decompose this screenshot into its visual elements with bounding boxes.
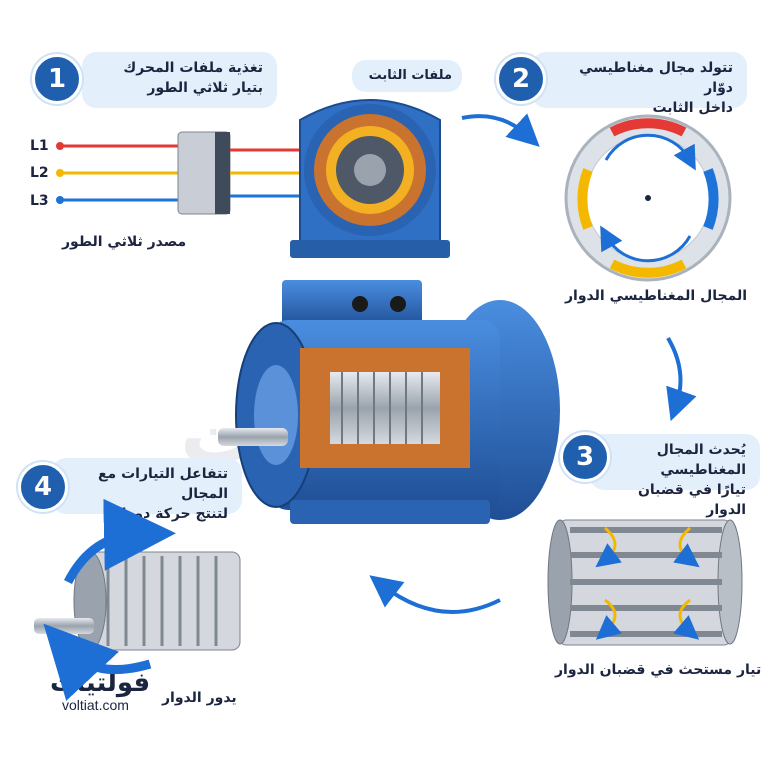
step-3-badge: 3 — [560, 432, 610, 482]
step-4-card: تتفاعل التيارات مع المجال لتنتج حركة دور… — [52, 458, 242, 522]
flow-arrows — [369, 113, 697, 614]
step-2-card: تتولد مجال مغناطيسي دوّار داخل الثابت — [532, 52, 747, 116]
step-3-line1: يُحدث المجال المغناطيسي — [656, 442, 746, 478]
step-1-line2: بتيار ثلاثي الطور — [147, 80, 263, 96]
squirrel-cage-rotor — [547, 519, 743, 646]
step-2-line1: تتولد مجال مغناطيسي دوّار — [579, 60, 733, 96]
rotating-field-diagram — [564, 114, 732, 282]
step-2-badge: 2 — [496, 54, 546, 104]
step-4-line1: تتفاعل التيارات مع المجال — [97, 466, 228, 502]
step-4-badge: 4 — [18, 462, 68, 512]
spinning-rotor — [34, 498, 241, 701]
stator-housing — [290, 99, 450, 258]
step-3-line2: تيارًا في قضبان الدوار — [637, 482, 746, 518]
rotating-field-label: المجال المغناطيسي الدوار — [565, 288, 748, 304]
three-phase-source — [56, 131, 330, 215]
brand-url: voltiat.com — [62, 697, 129, 713]
three-phase-source-label: مصدر ثلاثي الطور — [62, 234, 187, 250]
step-1-card: تغذية ملفات المحرك بتيار ثلاثي الطور — [82, 52, 277, 108]
induced-current-label: تيار مستحث في قضبان الدوار — [555, 662, 762, 678]
phase-l2-label: L2 — [30, 165, 49, 181]
step-4-line2: لتنتج حركة دوران — [109, 506, 228, 522]
step-1-line1: تغذية ملفات المحرك — [123, 60, 263, 76]
step-1-badge: 1 — [32, 54, 82, 104]
phase-l3-label: L3 — [30, 193, 49, 209]
step-2-line2: داخل الثابت — [652, 100, 733, 116]
phase-l1-label: L1 — [30, 138, 49, 154]
brand-logo-arabic: فولتيات — [50, 668, 151, 698]
stator-coils-label: ملفات الثابت — [352, 60, 462, 92]
rotor-turns-label: يدور الدوار — [162, 690, 237, 706]
step-3-card: يُحدث المجال المغناطيسي تيارًا في قضبان … — [590, 434, 760, 518]
